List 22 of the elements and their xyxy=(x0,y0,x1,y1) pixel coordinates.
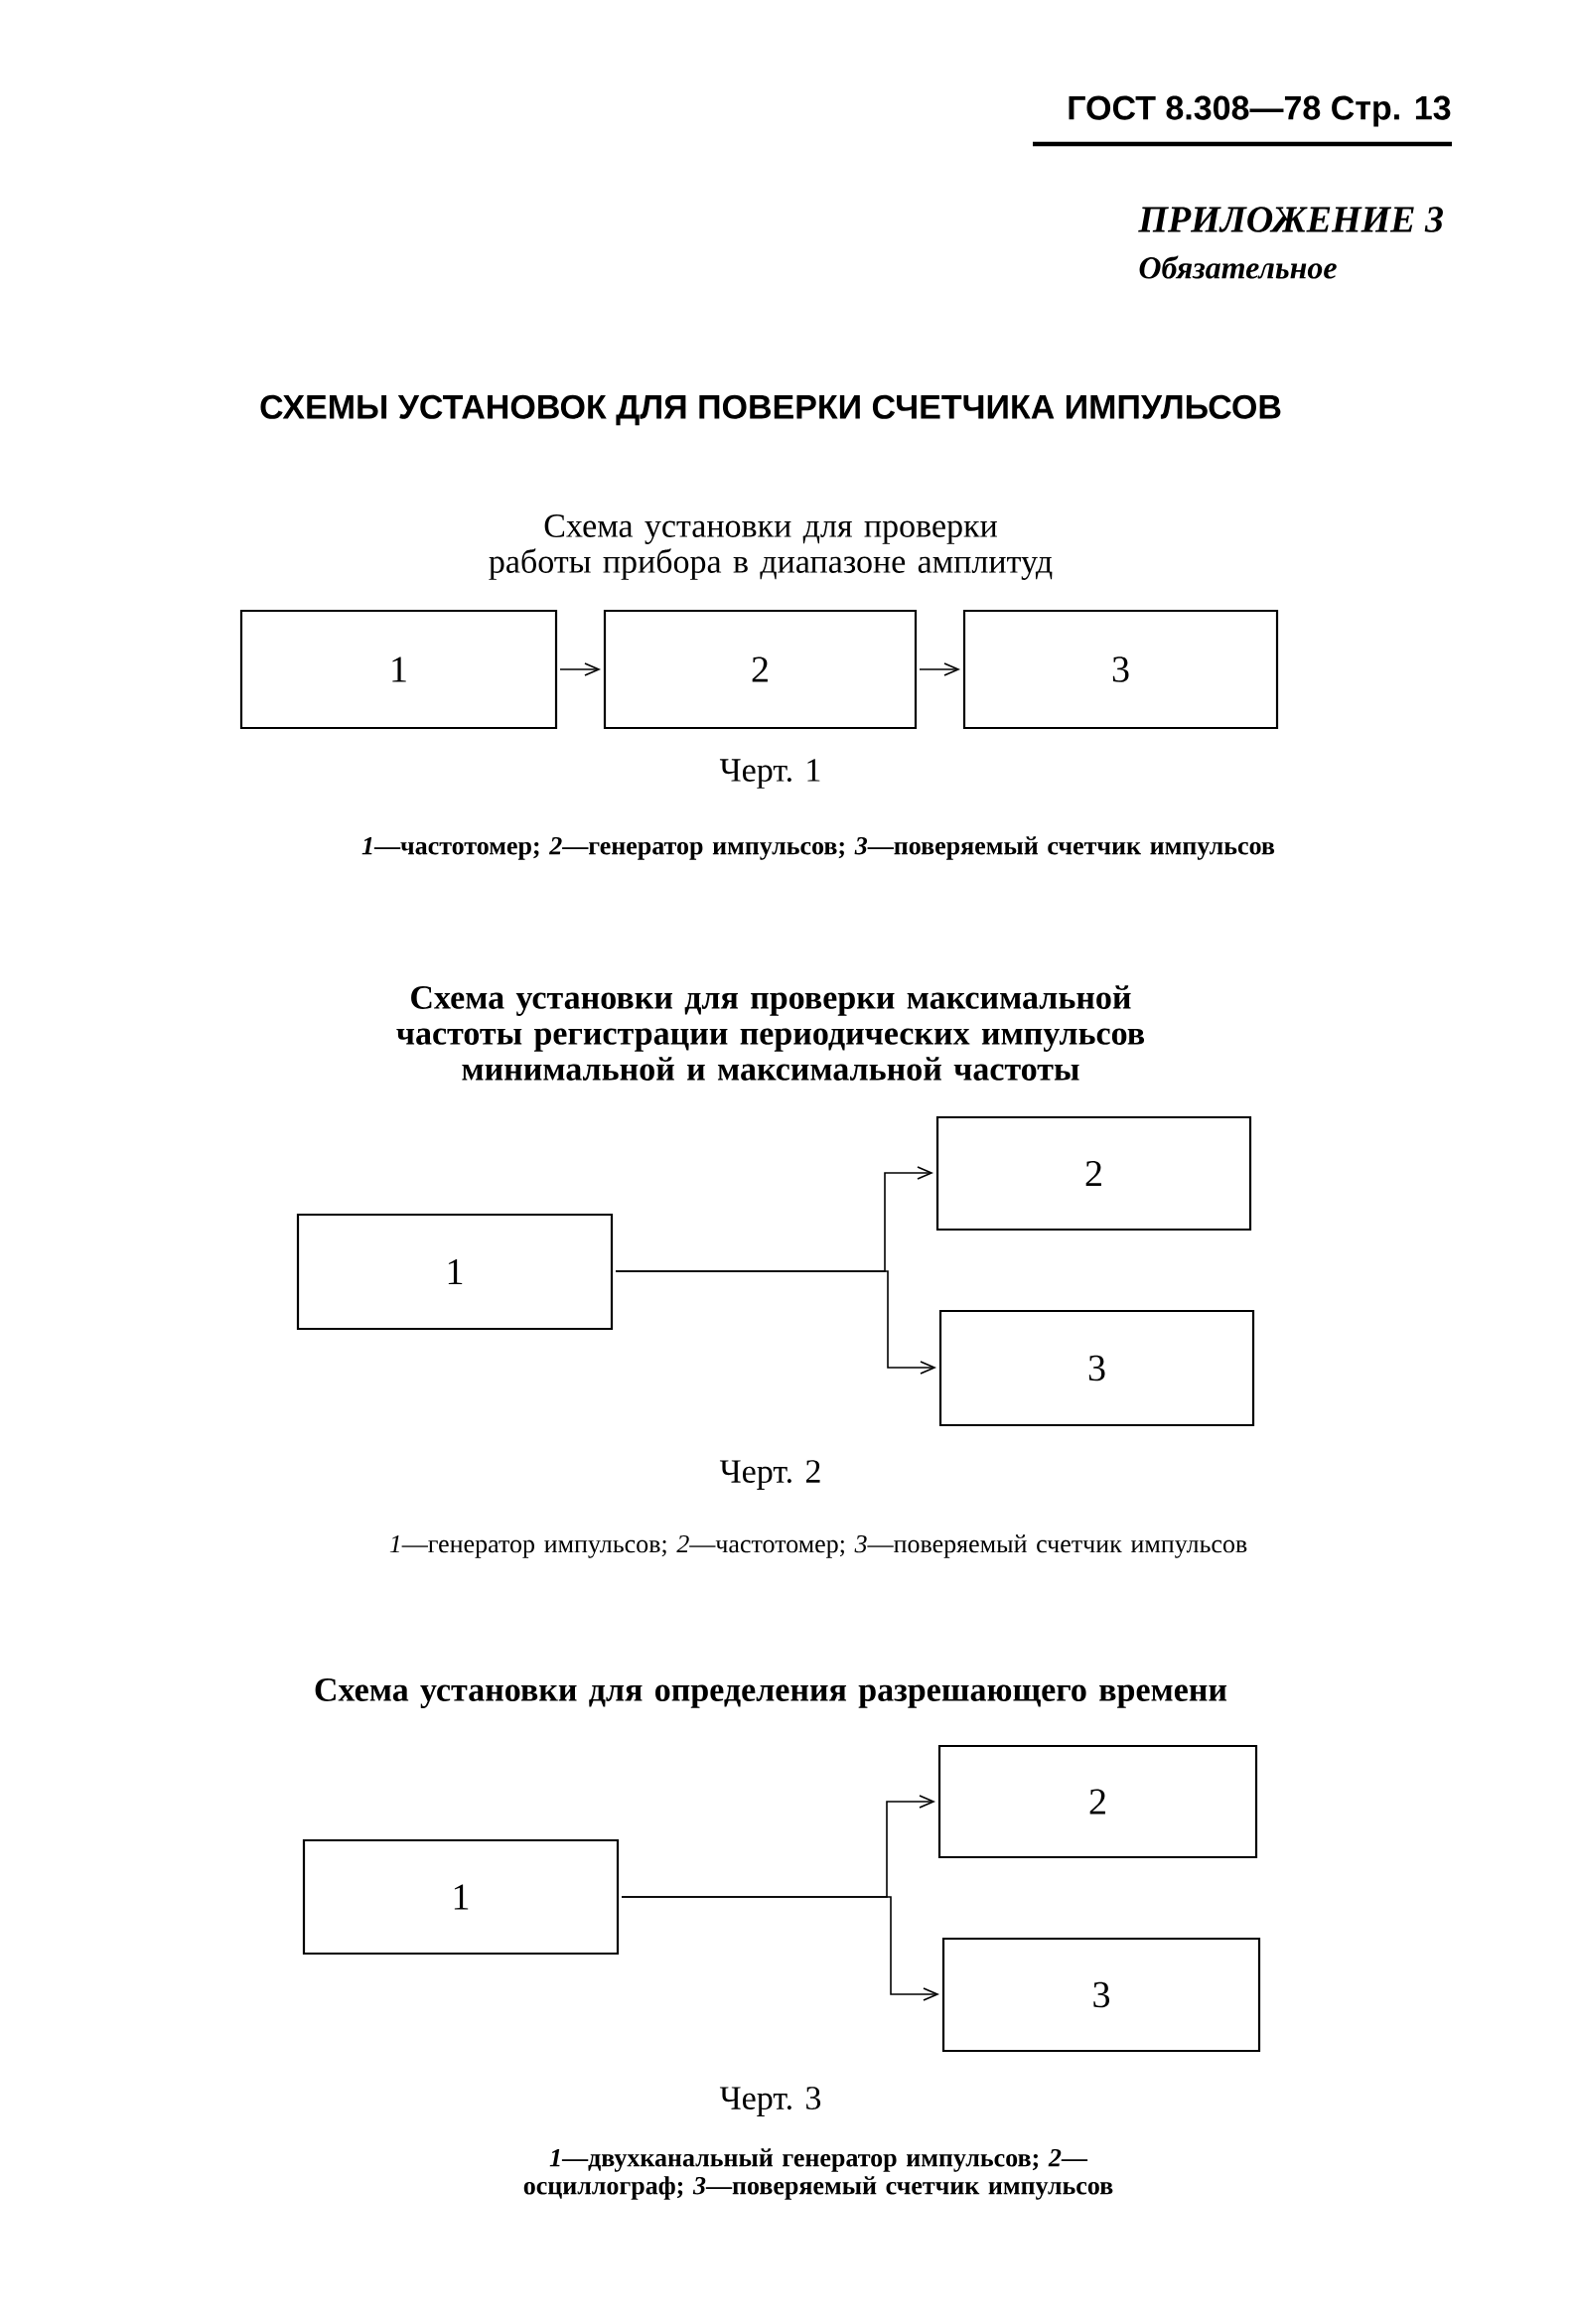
arrow xyxy=(559,662,601,676)
arrow xyxy=(615,1270,936,1375)
appendix-status: Обязательное xyxy=(1139,255,1337,279)
arrow xyxy=(919,662,960,676)
page-header: ГОСТ 8.308—78 Стр. 13 xyxy=(1069,95,1451,127)
arrow xyxy=(621,1896,939,2001)
appendix-heading: ПРИЛОЖЕНИЕ 3 xyxy=(1138,207,1443,232)
figure-caption: Черт. 3 xyxy=(719,2087,821,2116)
device-box: 3 xyxy=(962,609,1279,730)
figure-caption: Черт. 2 xyxy=(719,1460,820,1490)
device-box: 2 xyxy=(935,1115,1252,1232)
device-box: 3 xyxy=(941,1937,1261,2053)
device-box: 1 xyxy=(239,609,558,730)
device-box: 2 xyxy=(937,1744,1258,1859)
figure-key: 1—генератор импульсов; 2—частотомер; 3—поверяемый счетчик импульсов xyxy=(389,1534,1247,1558)
page-title: СХЕМЫ УСТАНОВОК ДЛЯ ПОВЕРКИ СЧЕТЧИКА ИМПУЛЬСОВ xyxy=(260,394,1281,426)
figure-key: 1—частотомер; 2—генератор импульсов; 3—поверяемый счетчик импульсов xyxy=(361,836,1275,860)
device-box: 1 xyxy=(302,1838,620,1956)
device-box: 1 xyxy=(296,1213,614,1331)
device-box: 3 xyxy=(938,1309,1255,1427)
device-box: 2 xyxy=(603,609,918,730)
scheme-heading: Схема установки для проверки работы прибора в диапазоне амплитуд xyxy=(489,514,1053,580)
